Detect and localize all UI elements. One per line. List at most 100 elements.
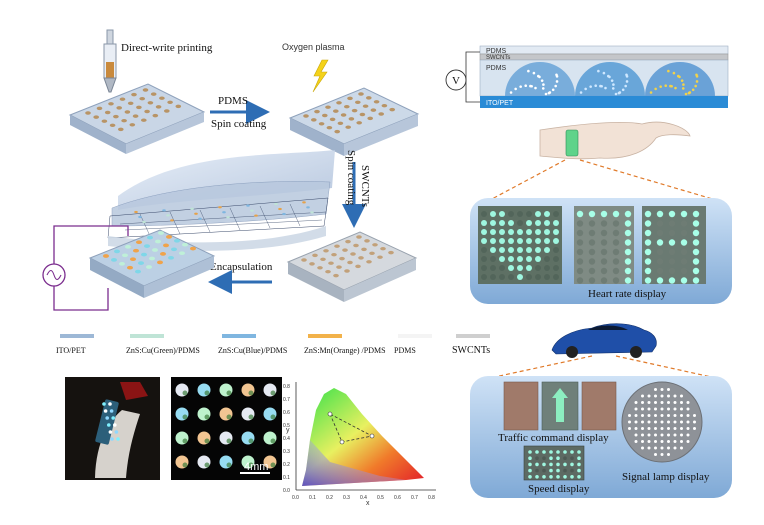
heart-led xyxy=(499,220,505,226)
speed-led xyxy=(549,468,553,473)
digit-led xyxy=(644,277,652,284)
phosphor-dot xyxy=(389,107,396,112)
lamp-led xyxy=(693,427,696,430)
phosphor-dot xyxy=(350,252,356,256)
heart-leds xyxy=(481,211,559,280)
phosphor-particle xyxy=(527,69,530,73)
micro-spot-core xyxy=(226,438,232,444)
cie-x-tick: 0.0 xyxy=(292,495,299,501)
lamp-led xyxy=(647,394,651,398)
micro-spot-core xyxy=(270,438,276,444)
phosphor-dot xyxy=(329,117,336,122)
heart-led xyxy=(481,238,487,244)
phosphor-particle xyxy=(617,91,621,95)
phosphor-dot xyxy=(340,113,347,117)
lamp-led xyxy=(654,420,657,424)
heart-led xyxy=(535,220,541,226)
phosphor-dot xyxy=(355,264,361,269)
printer-nozzle xyxy=(103,29,117,93)
lamp-led xyxy=(654,407,657,411)
digit-led xyxy=(576,277,584,284)
step2-top-label: PDMS xyxy=(218,95,248,107)
phosphor-dot xyxy=(190,246,196,251)
lamp-led xyxy=(647,427,651,430)
heart-led xyxy=(481,274,487,280)
digit-led xyxy=(656,229,664,237)
digit-led xyxy=(644,267,652,275)
heart-photo xyxy=(478,206,562,284)
phosphor-dot xyxy=(282,212,286,216)
phosphor-dot xyxy=(347,260,353,265)
digit-led xyxy=(656,210,664,218)
digit-led xyxy=(576,210,584,218)
phosphor-dot xyxy=(334,129,341,134)
legend-label: PDMS xyxy=(394,346,416,355)
phosphor-dot xyxy=(96,106,103,111)
phosphor-dot xyxy=(136,240,142,245)
heart-led xyxy=(517,211,523,217)
heart-led xyxy=(526,247,532,253)
heart-led xyxy=(499,211,505,217)
speed-led xyxy=(556,468,560,473)
lamp-led xyxy=(673,440,677,443)
phosphor-particle xyxy=(604,86,607,90)
speed-led xyxy=(556,475,560,479)
phosphor-particle xyxy=(532,71,536,75)
lamp-led xyxy=(686,440,690,443)
phosphor-dot xyxy=(147,235,153,240)
heart-led xyxy=(490,229,496,235)
digit-led xyxy=(680,267,688,275)
lamp-led xyxy=(660,427,664,430)
lamp-led xyxy=(673,407,677,411)
digit-led xyxy=(692,210,700,218)
voltage-label: V xyxy=(452,75,460,87)
digit-led xyxy=(588,229,596,237)
cie-ylabel: y xyxy=(286,427,290,434)
phosphor-particle xyxy=(659,85,662,88)
phosphor-dot xyxy=(366,260,372,264)
lamp-led xyxy=(667,446,670,450)
heart-led xyxy=(490,220,496,226)
phosphor-dot xyxy=(372,243,378,247)
heart-led xyxy=(481,220,487,226)
traffic-label: Traffic command display xyxy=(498,432,609,444)
speed-led xyxy=(563,456,567,461)
speed-led xyxy=(542,456,546,461)
digit-led xyxy=(680,220,688,227)
digit-led xyxy=(656,248,664,256)
phosphor-particle xyxy=(687,91,691,95)
lamp-led xyxy=(660,394,664,398)
heart-led xyxy=(508,238,514,244)
heart-led xyxy=(517,229,523,235)
phosphor-dot xyxy=(320,257,326,262)
lamp-led xyxy=(667,388,670,391)
lamp-led xyxy=(634,420,638,424)
plasma-label: Oxygen plasma xyxy=(282,42,345,52)
phosphor-dot xyxy=(344,104,350,109)
heart-led xyxy=(490,238,496,244)
cie-y-tick: 0.3 xyxy=(283,449,290,455)
digit-led xyxy=(600,267,608,275)
car-illustration xyxy=(551,323,657,358)
phosphor-dot xyxy=(124,110,131,114)
digit-led xyxy=(680,258,688,265)
cie-y-tick: 0.7 xyxy=(283,397,290,403)
phosphor-dot xyxy=(168,255,174,260)
micro-spot-core xyxy=(270,462,276,468)
digit-led xyxy=(576,258,584,265)
speed-led xyxy=(577,450,581,454)
heart-led xyxy=(544,265,550,271)
lamp-led xyxy=(641,420,644,424)
lamp-led xyxy=(654,427,657,430)
phosphor-dot xyxy=(388,250,394,255)
phosphor-dot xyxy=(334,244,340,248)
lamp-led xyxy=(641,401,644,404)
heart-led xyxy=(535,265,541,271)
phosphor-dot xyxy=(274,202,278,206)
digit-led xyxy=(624,210,632,218)
lamp-led xyxy=(673,420,677,424)
cie-xlabel: x xyxy=(366,500,370,507)
phosphor-dot xyxy=(347,96,353,101)
phosphor-dot xyxy=(222,211,226,214)
